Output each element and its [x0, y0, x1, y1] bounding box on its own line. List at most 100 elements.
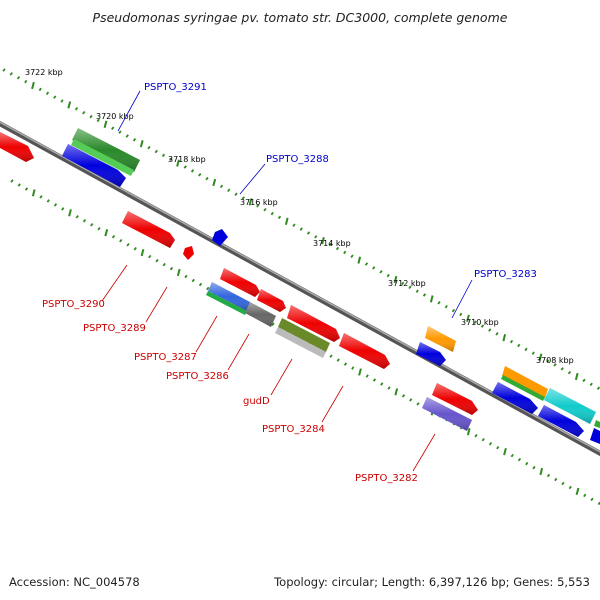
kbp-tick-major [248, 198, 253, 206]
kbp-tick-minor [277, 215, 282, 220]
kbp-tick-major [466, 314, 470, 322]
gene-pspto-3282[interactable] [422, 397, 472, 431]
kbp-tick-minor [335, 246, 340, 251]
kbp-tick-minor [39, 195, 43, 199]
gene-pspto-3288[interactable] [212, 229, 228, 246]
map-title: Pseudomonas syringae pv. tomato str. DC3… [92, 10, 508, 25]
gene-pspto-3287-small[interactable] [257, 289, 286, 312]
kbp-tick-minor [380, 382, 384, 386]
gene-label-forward[interactable]: PSPTO_3291 [144, 82, 207, 93]
kbp-tick-major [321, 237, 325, 245]
gene-pspto-3287[interactable] [206, 282, 250, 315]
kbp-tick-minor [546, 473, 551, 478]
kbp-tick-minor [24, 79, 28, 84]
kbp-tick-minor [365, 374, 369, 378]
kbp-tick-minor [169, 157, 173, 161]
kbp-tick-minor [206, 286, 210, 291]
label-leader-lines [101, 90, 473, 472]
kbp-tick-minor [299, 227, 303, 231]
kbp-tick-minor [401, 281, 405, 286]
gene-label-reverse[interactable]: PSPTO_3286 [166, 371, 229, 382]
gene-pspto-3290[interactable] [122, 211, 175, 248]
kbp-tick-minor [444, 304, 448, 309]
gene-pspto-3284[interactable] [339, 333, 390, 369]
kbp-tick-minor [292, 223, 296, 227]
kbp-label: 3720 kbp [96, 112, 134, 121]
gene-pspto-3283-blue[interactable] [416, 342, 446, 366]
kbp-tick-minor [379, 270, 383, 274]
kbp-tick-minor [9, 72, 13, 76]
gene-label-forward[interactable]: PSPTO_3283 [474, 269, 537, 280]
kbp-tick-minor [111, 234, 116, 239]
kbp-tick-major [574, 372, 579, 381]
kbp-tick-minor [38, 87, 42, 92]
kbp-tick-minor [219, 184, 224, 189]
kbp-tick-minor [568, 485, 572, 490]
kbp-labels: 3722 kbp 3720 kbp 3718 kbp 3716 kbp 3714… [25, 68, 574, 365]
kbp-tick-minor [2, 68, 6, 72]
kbp-tick-minor [169, 266, 174, 271]
kbp-tick-minor [10, 179, 14, 183]
kbp-tick-minor [155, 258, 159, 263]
kbp-tick-minor [554, 477, 558, 482]
gene-pspto-3286[interactable] [245, 302, 276, 327]
kbp-tick-major [140, 248, 145, 257]
kbp-tick-minor [517, 343, 521, 348]
kbp-tick-major [104, 229, 109, 237]
gene-pspto-3284-red[interactable] [287, 305, 340, 342]
kbp-tick-minor [45, 91, 50, 96]
kbp-tick-minor [198, 282, 203, 287]
gene-label-reverse[interactable]: PSPTO_3282 [355, 473, 418, 484]
gene-left-edge[interactable] [0, 132, 34, 162]
gene-pspto-3287-red[interactable] [220, 268, 260, 297]
kbp-tick-minor [408, 285, 412, 290]
kbp-tick-minor [386, 273, 390, 278]
kbp-tick-major [539, 467, 544, 476]
kbp-tick-minor [111, 126, 115, 130]
kbp-tick-minor [119, 238, 123, 243]
kbp-tick-minor [415, 289, 419, 293]
kbp-tick-minor [531, 351, 535, 355]
gene-label-reverse[interactable]: PSPTO_3289 [83, 323, 146, 334]
kbp-tick-minor [96, 118, 100, 123]
gene-gudD[interactable] [275, 318, 330, 358]
kbp-tick-minor [227, 188, 231, 193]
gene-label-reverse[interactable]: PSPTO_3290 [42, 299, 105, 310]
kbp-tick-major [176, 159, 180, 167]
kbp-label: 3712 kbp [388, 279, 426, 288]
gene-orange-right[interactable] [501, 366, 548, 401]
kbp-tick-major [284, 217, 289, 225]
kbp-tick-major [538, 353, 543, 361]
gene-labels: PSPTO_3291 PSPTO_3288 PSPTO_3283 PSPTO_3… [42, 82, 537, 484]
gene-blue-right-a[interactable] [492, 382, 538, 414]
genome-stats-label: Topology: circular; Length: 6,397,126 bp… [274, 575, 590, 589]
gene-blue-right-b[interactable] [538, 405, 584, 437]
kbp-tick-major [429, 295, 434, 303]
kbp-tick-major [357, 256, 362, 264]
gene-pspto-3283-orange[interactable] [425, 326, 456, 352]
gene-pspto-3282-red[interactable] [432, 383, 478, 415]
kbp-tick-minor [437, 301, 441, 305]
kbp-tick-minor [191, 278, 195, 283]
kbp-tick-major [103, 120, 108, 128]
gene-pspto-3289[interactable] [183, 246, 194, 260]
gene-label-reverse[interactable]: PSPTO_3287 [134, 352, 197, 363]
kbp-tick-minor [314, 235, 318, 239]
kbp-label: 3722 kbp [25, 68, 63, 77]
kbp-tick-minor [184, 274, 188, 279]
kbp-label: 3718 kbp [168, 155, 206, 164]
kbp-tick-major [176, 268, 181, 277]
kbp-tick-minor [481, 437, 485, 442]
kbp-tick-minor [496, 445, 500, 450]
gene-pspto-3291-blue[interactable] [62, 144, 126, 187]
gene-cyan-right[interactable] [544, 388, 596, 424]
kbp-tick-minor [343, 362, 348, 366]
kbp-tick-minor [582, 378, 586, 383]
gene-blue-right-c[interactable] [590, 420, 600, 444]
gene-label-reverse[interactable]: gudD [243, 396, 270, 407]
kbp-tick-minor [561, 481, 565, 486]
gene-pspto-3291-green[interactable] [71, 128, 140, 176]
gene-label-reverse[interactable]: PSPTO_3284 [262, 424, 325, 435]
gene-label-forward[interactable]: PSPTO_3288 [266, 154, 329, 165]
